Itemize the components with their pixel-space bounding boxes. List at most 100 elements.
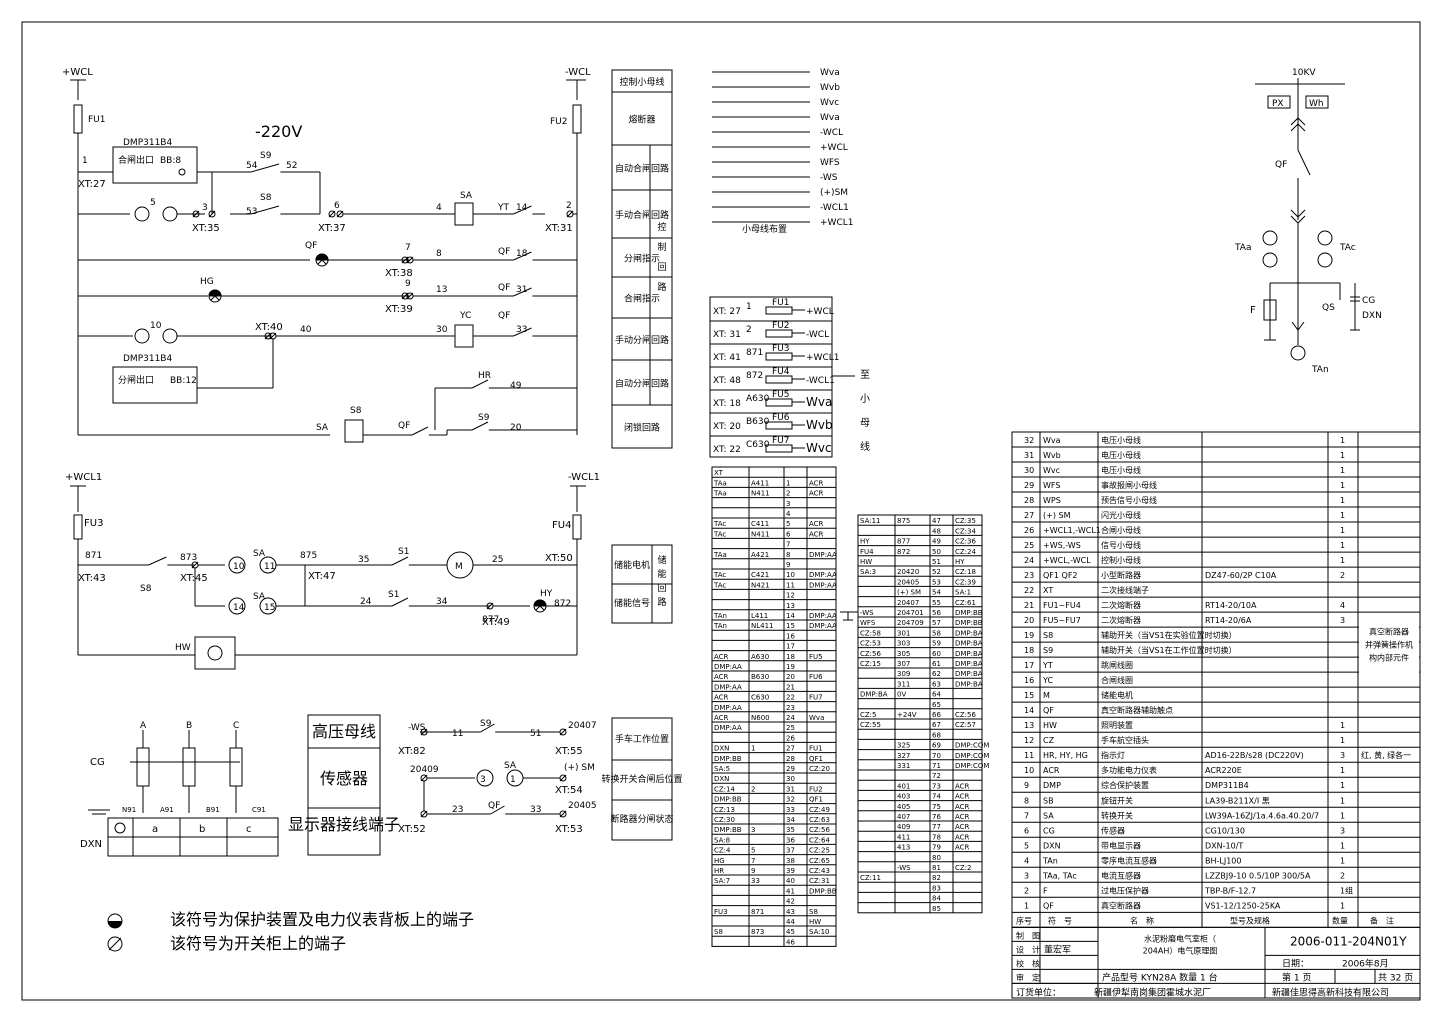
terminal-strip-1-cell: 30	[786, 775, 795, 783]
terminal-strip-1-cell: 31	[786, 785, 795, 793]
terminal-strip-2-cell: DMP:BA	[955, 629, 983, 637]
terminal-strip-1-cell: CZ:49	[809, 806, 830, 814]
wire-number: 54	[246, 161, 258, 171]
wire-number: 1	[82, 156, 88, 166]
small-bus-name: Wvb	[820, 83, 840, 93]
bom-cell-qty: 1	[1340, 496, 1345, 505]
signal-label: 3	[480, 775, 486, 785]
terminal-strip-1-cell: 15	[786, 622, 795, 630]
fuse-symbol	[765, 421, 793, 430]
bom-header-sym: 符 号	[1048, 915, 1072, 925]
bom-cell-no: 15	[1024, 691, 1034, 700]
terminal-strip-1-cell: 873	[751, 928, 764, 936]
terminal-slash	[406, 256, 414, 264]
wire-number: SA	[316, 423, 329, 433]
wire-number: QF	[498, 311, 510, 321]
terminal-strip-1-cell: QF1	[809, 755, 823, 763]
terminal-strip-2-cell: 52	[932, 568, 941, 576]
dmp2-term: BB:12	[170, 376, 197, 386]
terminal-strip-1-cell: CZ:30	[714, 816, 735, 824]
company-name: 新疆佳思得高新科技有限公司	[1272, 986, 1389, 998]
wire-number: 33	[516, 325, 527, 335]
terminal-strip-2-cell: 413	[897, 844, 910, 852]
cg-col: c	[246, 824, 252, 835]
terminal-strip-1-cell: 8	[786, 551, 790, 559]
terminal-strip-1-cell: 37	[786, 847, 795, 855]
terminal-strip-2-cell: 61	[932, 660, 941, 668]
bom-cell-qty: 1	[1340, 436, 1345, 445]
terminal-strip-2-cell: +24V	[897, 711, 917, 719]
signal-label: QF	[488, 801, 500, 811]
fuse-xt: XT: 22	[713, 445, 741, 455]
terminal-strip-1-cell: 10	[786, 571, 795, 579]
dmp1-name: DMP311B4	[123, 138, 172, 148]
wire-number: 13	[436, 285, 447, 295]
terminal-strip-2-cell: 204701	[897, 609, 924, 617]
bom-cell-no: 23	[1024, 571, 1034, 580]
bom-cell-name: 多功能电力仪表	[1101, 765, 1157, 775]
terminal-strip-1-cell: SA:5	[714, 765, 730, 773]
terminal-strip-2-cell: 60	[932, 650, 941, 658]
function-box-label: 自动合闸回路	[615, 163, 669, 175]
bom-cell-name: 闪光小母线	[1101, 510, 1141, 520]
bom-cell-sym: Wva	[1043, 436, 1061, 445]
terminal-strip-2-cell: 409	[897, 823, 910, 831]
bom-cell-no: 10	[1024, 766, 1034, 775]
small-bus-name: WFS	[820, 158, 840, 168]
qf-label: QF	[1275, 160, 1287, 170]
wire-number: 31	[516, 285, 527, 295]
fuse-out: -WCL	[806, 330, 829, 340]
title-block	[1011, 926, 1421, 999]
terminal-strip-2-cell: 74	[932, 793, 941, 801]
bom-cell-name: 事故报闸小母线	[1101, 480, 1157, 490]
terminal-strip-2-cell: 50	[932, 548, 941, 556]
fu1-label: FU1	[88, 115, 106, 125]
terminal-strip-1-cell: Wva	[809, 714, 824, 722]
terminal-strip-2-cell: HY	[860, 538, 870, 546]
storage-side-label: 储能回路	[657, 554, 666, 608]
fuse-xt: XT: 20	[713, 422, 741, 432]
contact-qf-y1	[411, 426, 429, 436]
bom-header-name: 名 称	[1130, 915, 1154, 925]
small-bus-name: -WCL1	[820, 203, 849, 213]
fuse-no: B630	[746, 417, 770, 427]
fuse-name: FU3	[772, 344, 790, 354]
note-1: 该符号为保护装置及电力仪表背板上的端子	[170, 910, 474, 929]
bom-merge-mask	[1359, 613, 1419, 687]
terminal-slash	[264, 332, 272, 340]
signal-label: 20405	[568, 801, 597, 811]
function-box-label: 控制小母线	[619, 76, 664, 88]
bom-cell-name: 辅助开关（当VS1在实验位置时切换）	[1101, 630, 1237, 640]
terminal-strip-1-cell: CZ:13	[714, 806, 735, 814]
terminal-strip-2-cell: 331	[897, 762, 910, 770]
sa-8	[162, 206, 178, 222]
terminal-strip-1-cell: DXN	[714, 775, 729, 783]
terminal-strip-2-cell: 877	[897, 538, 910, 546]
bom-cell-remark: 红, 黄, 绿各一	[1361, 750, 1411, 760]
terminal-strip-1-cell: 43	[786, 908, 795, 916]
bom-cell-spec: LZZBJ9-10 0.5/10P 300/5A	[1205, 871, 1311, 880]
terminal-strip-1-cell: 23	[786, 704, 795, 712]
bom-cell-spec: RT14-20/6A	[1205, 616, 1252, 625]
terminal-strip-1-cell: DMP:BB	[714, 755, 742, 763]
wire	[1291, 321, 1305, 331]
fuse-name: FU5	[772, 390, 790, 400]
terminal-strip-2-cell: CZ:15	[860, 660, 881, 668]
fuse-out: Wva	[806, 395, 832, 409]
xt-label: XT:35	[192, 223, 220, 234]
terminal-strip-1-cell: DMP:AA	[809, 551, 837, 559]
terminal-strip-1-cell: HW	[809, 918, 821, 926]
terminal-strip-1-cell: 28	[786, 755, 795, 763]
wire-number: 30	[436, 325, 448, 335]
terminal	[401, 256, 409, 264]
terminal-strip-2-cell: 51	[932, 558, 941, 566]
terminal-strip-2-cell: 872	[897, 548, 910, 556]
terminal-strip-1-cell: 18	[786, 653, 795, 661]
bom-cell-name: 合闸线圈	[1101, 675, 1133, 685]
bom-cell-no: 22	[1024, 586, 1034, 595]
bom-cell-spec: ACR220E	[1205, 766, 1242, 775]
bom-cell-no: 18	[1024, 646, 1034, 655]
fuse-no: 871	[746, 348, 763, 358]
bus-10kv-label: 10KV	[1292, 68, 1316, 78]
terminal-strip-2-cell: DMP:BA	[955, 680, 983, 688]
